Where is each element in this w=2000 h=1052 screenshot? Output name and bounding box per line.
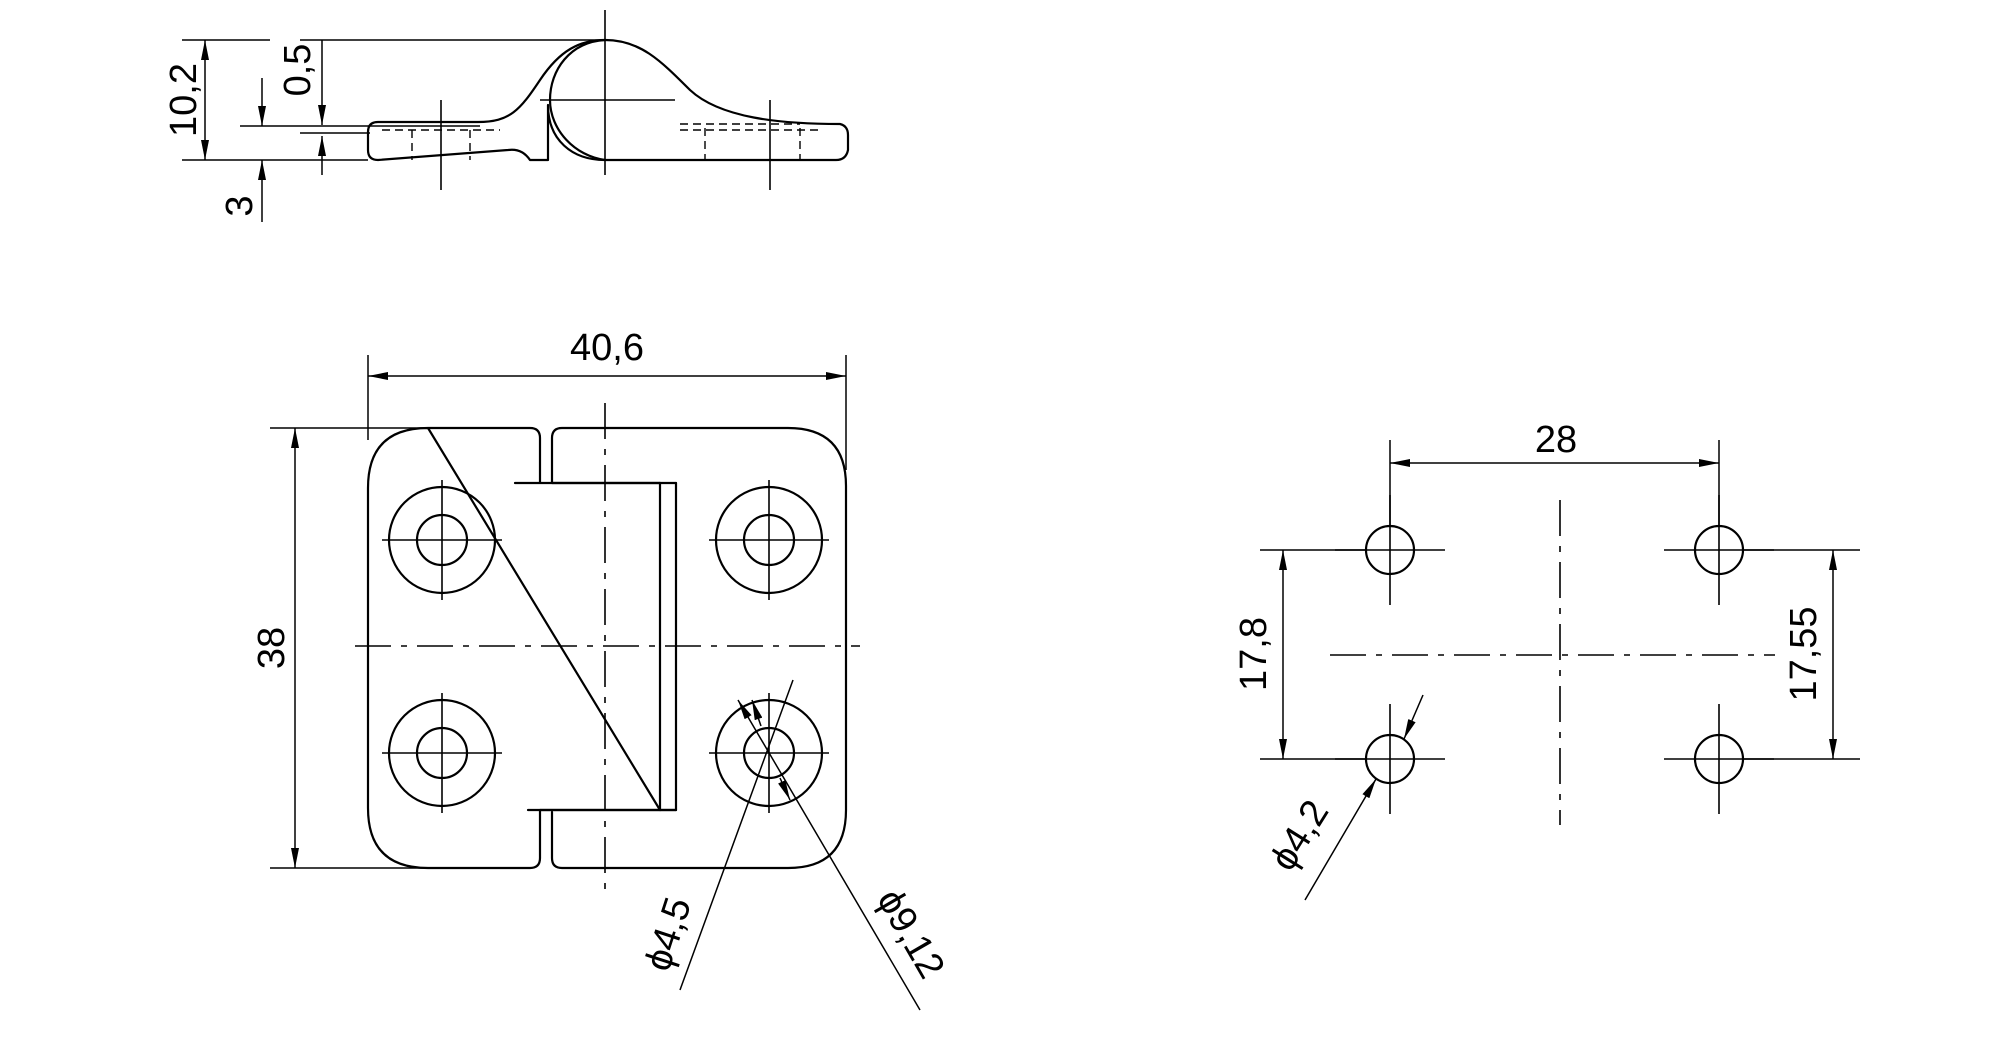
hinge-side-profile	[366, 38, 850, 162]
dim-width: 40,6	[570, 327, 644, 369]
dim-total-height: 10,2	[163, 63, 205, 137]
dim-height: 38	[251, 627, 293, 669]
dim-thickness: 3	[219, 195, 261, 216]
dim-vertical-left: 17,8	[1233, 617, 1275, 691]
dim-hole-dia: ϕ4,5	[637, 893, 700, 976]
hole-bottom-left	[382, 693, 502, 813]
top-view: 40,6 38 ϕ4,5 ϕ9,12	[251, 327, 952, 1011]
dim-horizontal-spacing: 28	[1535, 419, 1577, 461]
dim-offset: 0,5	[277, 44, 319, 97]
hole-pattern: 28 17,8 17,55 ϕ4,2	[1233, 419, 1860, 901]
right-leaf	[550, 426, 848, 870]
hole-top-right	[709, 480, 829, 600]
hole-top-left	[382, 480, 502, 600]
dim-counterbore-dia: ϕ9,12	[868, 882, 952, 985]
left-leaf	[366, 426, 662, 870]
dim-vertical-right: 17,55	[1783, 606, 1825, 701]
side-view: 10,2 0,5 3	[163, 10, 850, 222]
